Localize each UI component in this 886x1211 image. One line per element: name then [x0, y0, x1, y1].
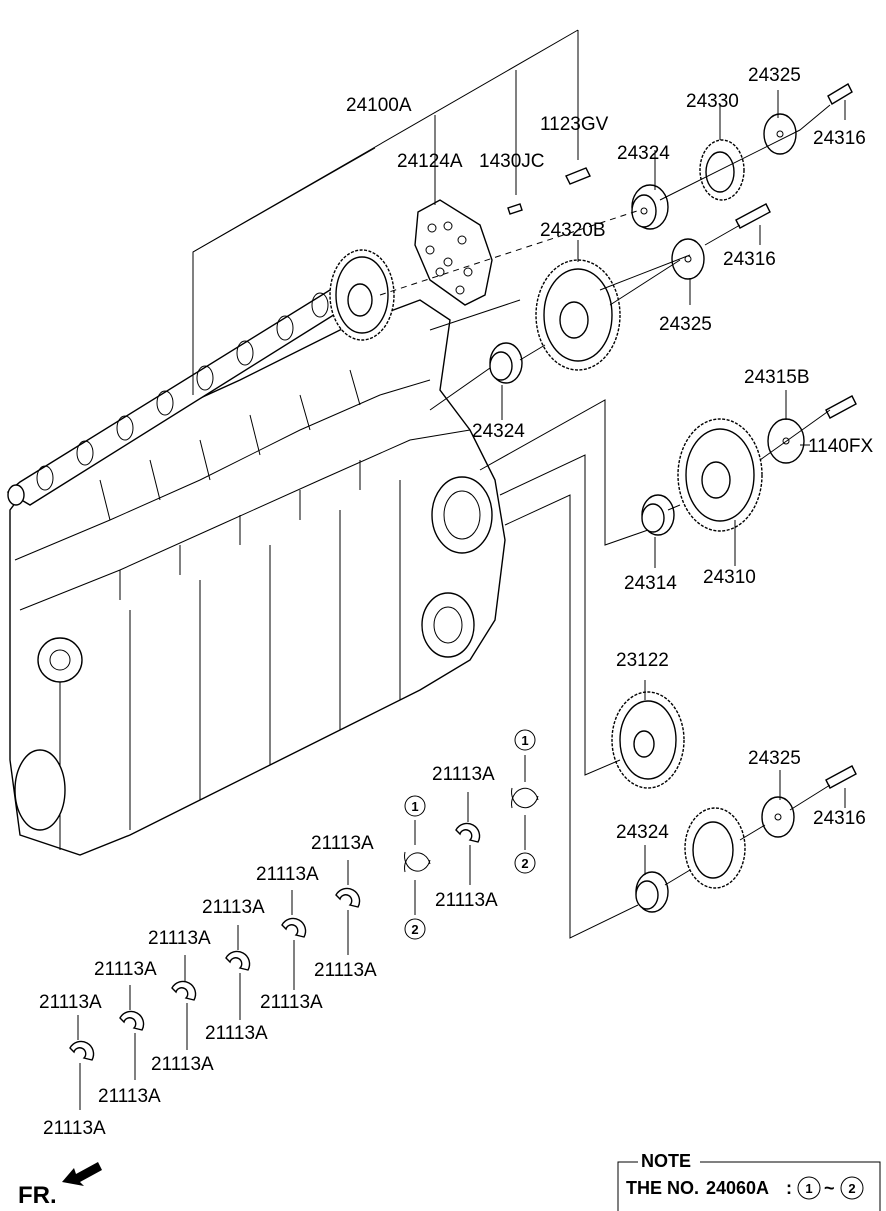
front-direction-indicator: FR.: [18, 1162, 102, 1209]
note-prefix: THE NO.: [626, 1178, 699, 1198]
note-circled-1: 1: [805, 1181, 812, 1196]
bolt-1140FX: [825, 395, 857, 419]
note-number: 24060A: [706, 1178, 769, 1198]
hub-24324-low: [635, 871, 669, 913]
gear-24330: [699, 139, 745, 201]
label-24320B: 24320B: [540, 220, 606, 241]
label-bearing: 21113A: [94, 959, 157, 980]
label-bearing: 21113A: [314, 960, 377, 981]
gear-24310: [677, 418, 763, 532]
label-24314: 24314: [624, 573, 677, 594]
washer-24325-low: [761, 796, 795, 838]
label-1140FX: 1140FX: [808, 436, 873, 457]
label-bearing: 21113A: [39, 992, 102, 1013]
hub-24324-top: [631, 184, 669, 230]
circled-markers: 1 2 1 2: [404, 729, 536, 940]
bearing-shells: [69, 787, 539, 1061]
label-24325-low: 24325: [748, 748, 801, 769]
front-arrow-icon: [62, 1162, 102, 1186]
gear-24320B: [535, 259, 621, 371]
bolt-24316-top: [827, 83, 853, 105]
label-24324-low: 24324: [616, 822, 669, 843]
part-labels: 24100A 24124A 1430JC 1123GV 24325 24330 …: [39, 65, 873, 1139]
label-bearing: 21113A: [256, 864, 319, 885]
label-1430JC: 1430JC: [479, 151, 545, 172]
label-24324-top: 24324: [617, 143, 670, 164]
label-23122: 23122: [616, 650, 669, 671]
label-24316-low: 24316: [813, 808, 866, 829]
label-bearing: 21113A: [148, 928, 211, 949]
washer-24325-mid: [671, 238, 705, 280]
engine-block: [9, 299, 506, 856]
note-title: NOTE: [641, 1151, 691, 1171]
camshaft-gear: [329, 249, 395, 341]
label-24324-mid: 24324: [472, 421, 525, 442]
gear-23122: [611, 691, 685, 789]
label-24124A: 24124A: [397, 151, 463, 172]
label-bearing: 21113A: [43, 1118, 106, 1139]
label-24100A: 24100A: [346, 95, 412, 116]
circled-number: 2: [521, 856, 528, 871]
label-bearing: 21113A: [205, 1023, 268, 1044]
label-24325-top: 24325: [748, 65, 801, 86]
label-24325-mid: 24325: [659, 314, 712, 335]
pin-1430JC: [507, 203, 523, 215]
label-bearing: 21113A: [202, 897, 265, 918]
label-1123GV: 1123GV: [540, 114, 609, 135]
bolt-24316-mid: [735, 203, 771, 229]
plate-24124A: [414, 199, 493, 306]
label-24330: 24330: [686, 91, 739, 112]
circled-number: 1: [411, 799, 418, 814]
gear-lower: [684, 807, 746, 889]
label-24316-top: 24316: [813, 128, 866, 149]
note-circled-2: 2: [848, 1181, 855, 1196]
label-24310: 24310: [703, 567, 756, 588]
bolt-24316-low: [825, 765, 857, 789]
hub-24314: [641, 494, 675, 536]
circled-number: 2: [411, 922, 418, 937]
label-24315B: 24315B: [744, 367, 810, 388]
note-colon: :: [786, 1178, 792, 1198]
leader-lines: [77, 29, 846, 1110]
label-bearing: 21113A: [98, 1086, 161, 1107]
label-24316-mid: 24316: [723, 249, 776, 270]
label-bearing: 21113A: [311, 833, 374, 854]
front-label: FR.: [18, 1182, 57, 1209]
label-bearing: 21113A: [260, 992, 323, 1013]
note-tilde: ~: [824, 1178, 835, 1198]
circled-number: 1: [521, 733, 528, 748]
bolt-1123GV: [565, 167, 591, 185]
label-bearing: 21113A: [432, 764, 495, 785]
hub-24324-mid: [489, 342, 523, 384]
label-bearing: 21113A: [435, 890, 498, 911]
label-bearing: 21113A: [151, 1054, 214, 1075]
note-box: NOTE THE NO. 24060A : 1 ~ 2: [617, 1151, 881, 1211]
